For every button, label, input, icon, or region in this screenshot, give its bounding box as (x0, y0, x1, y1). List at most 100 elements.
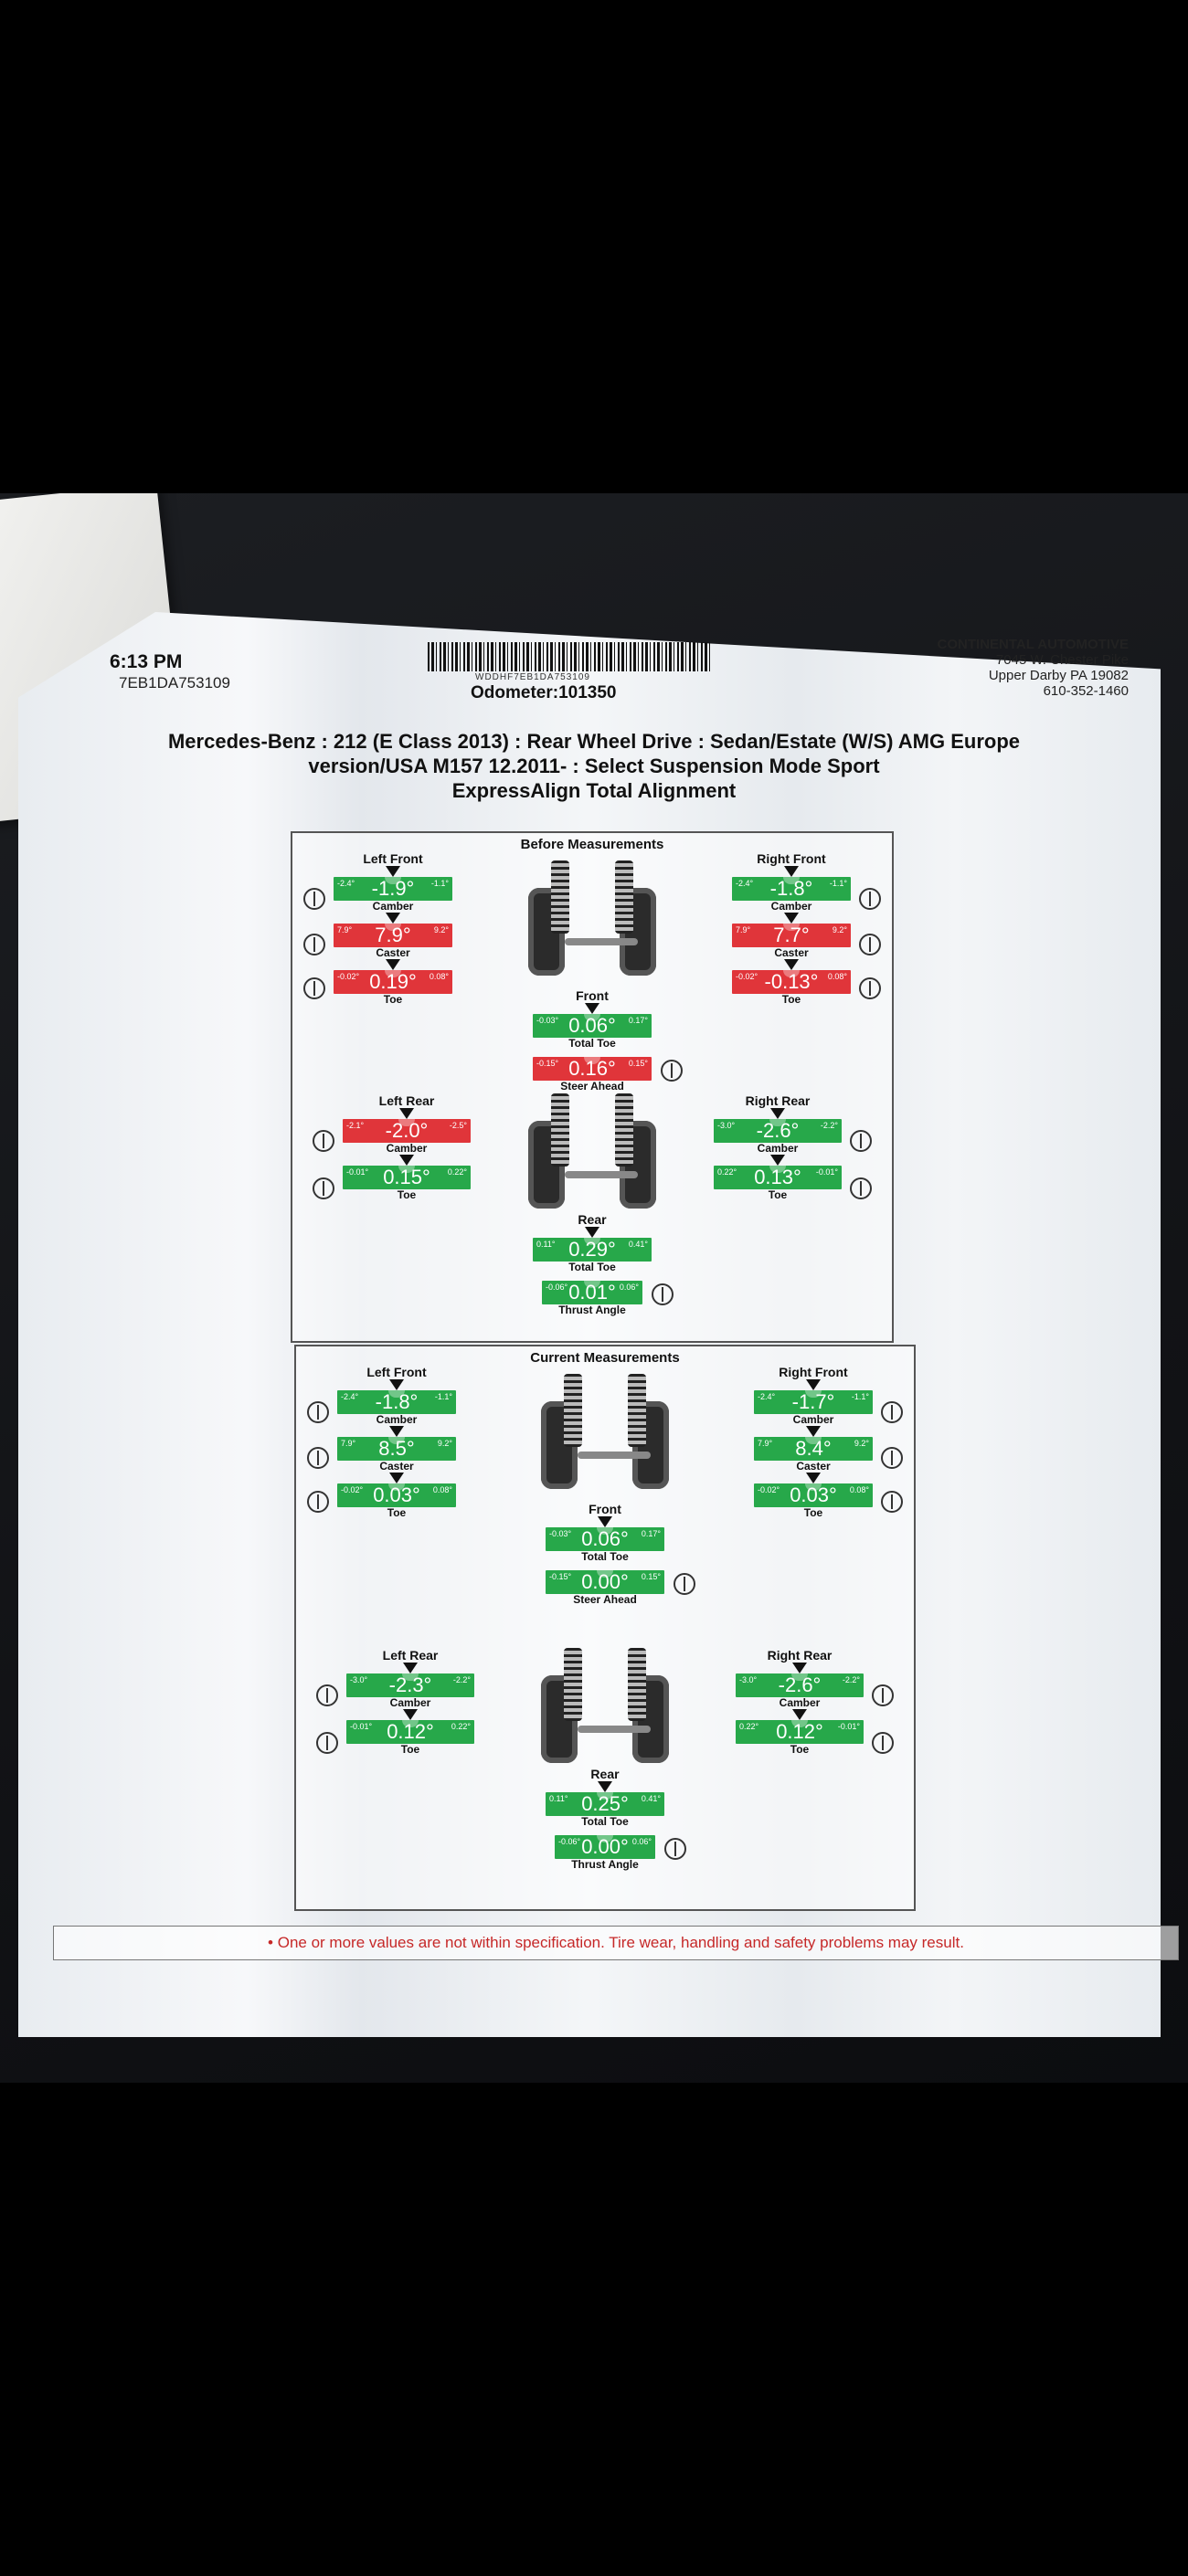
current-thrust-angle-thrust-angle-bar-max: 0.06° (631, 1837, 652, 1846)
before-front-suspension-right-link (592, 938, 638, 945)
current-right-rear-camber-bar-value: -2.6° (778, 1673, 822, 1696)
current-left-rear-toe-bar-max: 0.22° (451, 1722, 471, 1731)
current-left-rear-toe-bar-min: -0.01° (350, 1722, 373, 1731)
current-right-front-sublabel: Camber (792, 1413, 834, 1426)
current-lf-caster-icon (307, 1447, 329, 1469)
current-right-rear-toe-bar-min: 0.22° (739, 1722, 759, 1731)
current-front-total-toe: Front-0.03°0.06°0.17°Total Toe (546, 1502, 664, 1563)
before-left-rear-toe-bar: -0.01°0.15°0.22° (343, 1166, 471, 1189)
before-front-total-toe-label: Front (576, 988, 609, 1003)
before-left-front-caster-bar-value: 7.9° (375, 924, 411, 946)
before-thrust-angle-icon (652, 1283, 674, 1305)
current-right-front-toe-bar-value: 0.03° (790, 1483, 837, 1506)
before-rf-caster-icon (859, 934, 881, 955)
before-right-rear-camber-bar-min: -3.0° (717, 1121, 736, 1130)
before-left-front-camber-bar-value: -1.9° (371, 877, 415, 900)
current-steer-ahead-sublabel: Steer Ahead (573, 1593, 637, 1606)
before-right-rear-toe-bar-max: -0.01° (815, 1167, 838, 1177)
before-right-rear-toe-bar-min: 0.22° (717, 1167, 737, 1177)
before-rear-suspension-right-link (592, 1171, 638, 1178)
before-right-rear-camber-bar-max: -2.2° (820, 1121, 838, 1130)
before-right-front-toe-bar: -0.02°-0.13°0.08° (732, 970, 851, 994)
current-front-suspension-left-spring (564, 1374, 582, 1447)
current-rear-total-toe-rear-bar-max: 0.41° (641, 1794, 661, 1803)
before-front-total-toe: Front-0.03°0.06°0.17°Total Toe (533, 988, 652, 1050)
before-left-rear-toe-bar-min: -0.01° (346, 1167, 369, 1177)
current-right-rear-arrow-icon (792, 1709, 807, 1720)
current-thrust-angle-thrust-angle-bar: -0.06°0.00°0.06° (555, 1835, 655, 1859)
current-left-front-camber-bar-min: -2.4° (341, 1392, 359, 1401)
current-right-rear-camber-bar-max: -2.2° (842, 1675, 860, 1684)
current-front-total-toe-front-bar-min: -0.03° (549, 1529, 572, 1538)
before-front-total-toe-sublabel: Total Toe (568, 1037, 616, 1050)
before-left-front-sublabel: Toe (383, 993, 403, 1006)
before-left-rear-toe-bar-value: 0.15° (383, 1166, 430, 1188)
before-lf-caster-icon (303, 934, 325, 955)
current-left-rear-camber-bar: -3.0°-2.3°-2.2° (346, 1673, 474, 1697)
current-right-front-camber-bar-max: -1.1° (851, 1392, 869, 1401)
before-left-rear-arrow-icon (399, 1108, 414, 1119)
current-left-rear-camber-bar-max: -2.2° (452, 1675, 471, 1684)
current-rear-total-toe-rear-bar-value: 0.25° (581, 1792, 629, 1815)
current-lf-toe-icon (307, 1491, 329, 1513)
before-left-front-caster-bar-max: 9.2° (433, 925, 449, 934)
current-left-rear-sublabel: Camber (389, 1696, 431, 1709)
before-right-front-arrow-icon (784, 913, 799, 924)
current-right-front-caster-bar-max: 9.2° (854, 1439, 869, 1448)
shop-phone: 610-352-1460 (1043, 683, 1129, 699)
current-left-rear-camber-bar-value: -2.3° (388, 1673, 432, 1696)
before-lf-toe-icon (303, 977, 325, 999)
before-thrust-angle-thrust-angle-bar: -0.06°0.01°0.06° (542, 1281, 642, 1304)
current-right-front-sublabel: Caster (796, 1460, 831, 1473)
before-right-front-caster-bar-value: 7.7° (773, 924, 810, 946)
current-left-rear-sublabel: Toe (400, 1743, 420, 1756)
current-right-front-camber-bar: -2.4°-1.7°-1.1° (754, 1390, 873, 1414)
vin-barcode (428, 642, 711, 671)
current-left-front-arrow-icon (389, 1426, 404, 1437)
current-left-front-sublabel: Toe (387, 1506, 407, 1519)
shop-info: CONTINENTAL AUTOMOTIVE 7045 W. Chester P… (938, 637, 1129, 699)
current-lr-camber-icon (316, 1684, 338, 1706)
before-rr-camber-icon (850, 1130, 872, 1152)
before-right-front-toe-bar-min: -0.02° (736, 972, 758, 981)
current-left-rear-toe-bar: -0.01° 0.12° 0.22° (346, 1720, 474, 1744)
before-right-front-camber-bar-value: -1.8° (769, 877, 813, 900)
current-left-rear-toe-bar-value: 0.12° (387, 1720, 434, 1743)
before-rf-camber-icon (859, 888, 881, 910)
current-right-front-camber-bar-min: -2.4° (758, 1392, 776, 1401)
before-steer-ahead: -0.15°0.16°0.15°Steer Ahead (533, 1057, 652, 1093)
before-left-rear: Left Rear-2.1°-2.0°-2.5°Camber-0.01°0.15… (343, 1093, 471, 1201)
current-right-front-caster-bar: 7.9°8.4°9.2° (754, 1437, 873, 1461)
before-right-front-arrow-icon (784, 959, 799, 970)
before-steer-ahead-steer-ahead-bar-max: 0.15° (628, 1059, 648, 1068)
before-right-front-caster-bar-min: 7.9° (736, 925, 751, 934)
before-right-rear-camber-bar: -3.0°-2.6°-2.2° (714, 1119, 842, 1143)
current-right-rear-sublabel: Camber (779, 1696, 821, 1709)
current-thrust-angle-thrust-angle-bar-min: -0.06° (558, 1837, 581, 1846)
shop-city: Upper Darby PA 19082 (988, 668, 1129, 683)
before-left-front-camber-bar: -2.4°-1.9°-1.1° (334, 877, 452, 901)
before-title: Before Measurements (520, 837, 664, 852)
before-steer-ahead-steer-ahead-bar: -0.15°0.16°0.15° (533, 1057, 652, 1081)
before-left-rear-camber-bar-value: -2.0° (385, 1119, 429, 1142)
current-left-front-arrow-icon (389, 1379, 404, 1390)
current-front-total-toe-front-bar-max: 0.17° (641, 1529, 661, 1538)
current-front-total-toe-front-bar: -0.03°0.06°0.17° (546, 1527, 664, 1551)
current-left-rear-label: Left Rear (382, 1648, 439, 1663)
odometer: Odometer:101350 (471, 683, 617, 702)
before-left-front-arrow-icon (386, 866, 400, 877)
current-right-rear-arrow-icon (792, 1663, 807, 1673)
before-left-front-camber-bar-min: -2.4° (337, 879, 355, 888)
before-right-front-caster-bar-max: 9.2° (832, 925, 847, 934)
current-right-rear-toe-bar-value: 0.12° (776, 1720, 823, 1743)
current-steer-ahead-steer-ahead-bar-min: -0.15° (549, 1572, 572, 1581)
before-rear-total-toe-rear-bar-min: 0.11° (536, 1240, 556, 1249)
shop-name: CONTINENTAL AUTOMOTIVE (937, 637, 1129, 652)
current-lr-toe-icon (316, 1732, 338, 1754)
before-right-front-camber-bar: -2.4°-1.8°-1.1° (732, 877, 851, 901)
before-front-suspension-left-spring (551, 860, 569, 934)
before-right-front-sublabel: Camber (770, 900, 812, 913)
